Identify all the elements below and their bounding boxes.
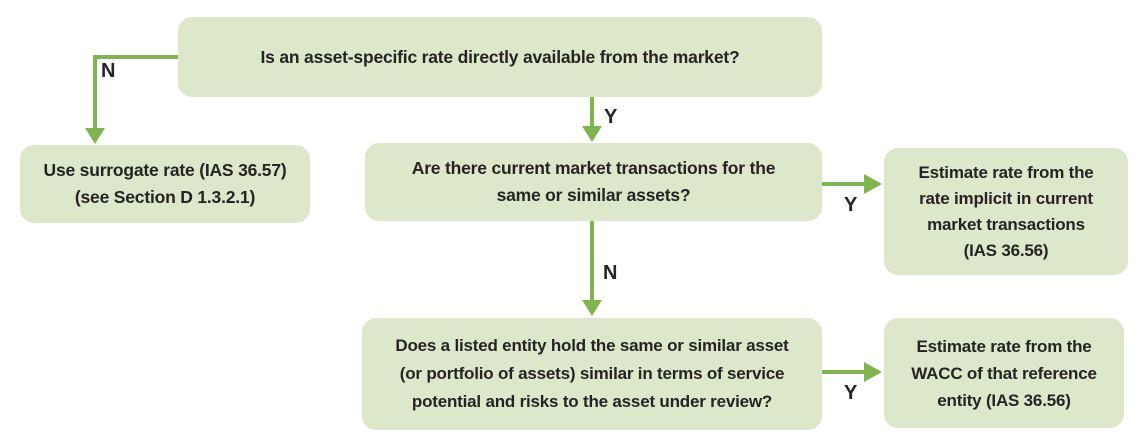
node-text-line: Use surrogate rate (IAS 36.57) — [43, 160, 287, 180]
node-text-line: (IAS 36.56) — [963, 240, 1049, 260]
node-text-line: Estimate rate from the — [918, 162, 1094, 182]
arrowhead-q1-yes-icon — [582, 126, 602, 142]
node-text-line: Are there current market transactions fo… — [411, 158, 776, 178]
edge-label-q2-yes: Y — [844, 194, 858, 216]
node-use-surrogate-rate: Use surrogate rate (IAS 36.57) (see Sect… — [20, 145, 310, 223]
node-text-line: Is an asset-specific rate directly avail… — [260, 47, 740, 67]
node-text-line: market transactions — [927, 214, 1085, 234]
node-text-line: (see Section D 1.3.2.1) — [74, 187, 256, 207]
arrowhead-q2-no-icon — [582, 300, 602, 316]
edge-label-q1-yes: Y — [604, 106, 618, 128]
node-text-line: entity (IAS 36.56) — [937, 390, 1071, 410]
node-text-line: potential and risks to the asset under r… — [411, 392, 773, 411]
node-estimate-rate-implicit: Estimate rate from the rate implicit in … — [884, 148, 1128, 275]
node-estimate-rate-wacc: Estimate rate from the WACC of that refe… — [884, 318, 1124, 428]
edge-label-q3-yes: Y — [844, 382, 858, 404]
node-text-line: Estimate rate from the — [916, 336, 1092, 356]
edge-label-q1-no: N — [101, 60, 116, 82]
edge-label-q2-no: N — [603, 262, 618, 284]
node-q3-listed-entity: Does a listed entity hold the same or si… — [362, 318, 822, 430]
connector-q1-no — [93, 55, 178, 130]
node-text-line: same or similar assets? — [496, 185, 691, 205]
node-text-line: Does a listed entity hold the same or si… — [395, 336, 789, 355]
arrowhead-q3-yes-icon — [864, 362, 882, 382]
arrowhead-q2-yes-icon — [864, 174, 882, 194]
node-q2-market-transactions: Are there current market transactions fo… — [365, 143, 822, 221]
node-text-line: (or portfolio of assets) similar in term… — [399, 364, 785, 383]
node-text-line: WACC of that reference — [911, 363, 1097, 383]
node-q1-asset-specific-rate: Is an asset-specific rate directly avail… — [178, 17, 822, 97]
node-text-line: rate implicit in current — [919, 188, 1093, 208]
arrowhead-q1-no-icon — [85, 128, 105, 144]
